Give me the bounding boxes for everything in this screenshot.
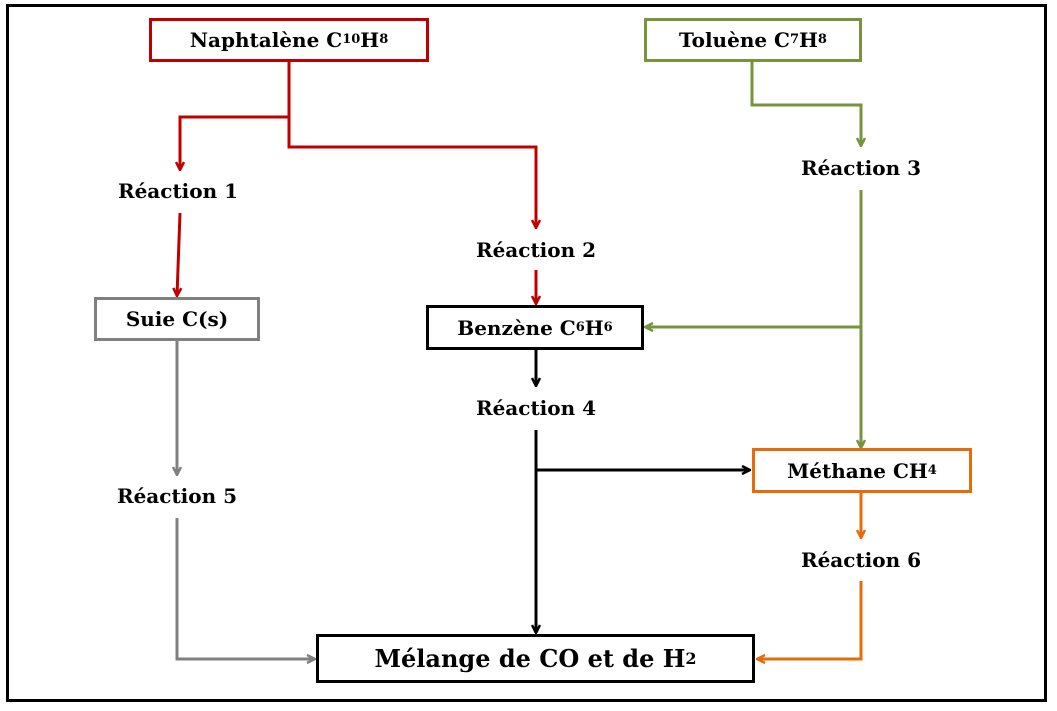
reaction-2-label: Réaction 2 — [475, 238, 597, 262]
node-benzene-label: Benzène C — [457, 315, 576, 340]
reaction-3-label: Réaction 3 — [800, 156, 922, 180]
arrow-naphtalene-to-reaction1 — [180, 62, 291, 170]
node-toluene-label: Toluène C — [679, 28, 790, 52]
node-suie-label: Suie C(s) — [125, 307, 229, 331]
arrow-reaction5-to-melange — [175, 518, 315, 659]
node-suie: Suie C(s) — [94, 297, 260, 341]
arrow-reaction6-to-melange — [757, 581, 863, 659]
node-naphtalene-label: Naphtalène C — [189, 28, 343, 52]
arrow-reaction1-to-suie — [177, 212, 180, 296]
reaction-4-label: Réaction 4 — [475, 396, 597, 420]
arrow-toluene-to-reaction3 — [750, 62, 861, 146]
node-methane-label: Méthane CH — [787, 458, 928, 483]
arrow-naphtalene-to-reaction2 — [287, 117, 536, 228]
reaction-5-label: Réaction 5 — [116, 484, 238, 508]
node-melange-label: Mélange de CO et de H — [374, 644, 686, 673]
reaction-1-label: Réaction 1 — [117, 179, 239, 203]
reaction-6-label: Réaction 6 — [800, 548, 922, 572]
diagram-frame — [6, 4, 1047, 702]
